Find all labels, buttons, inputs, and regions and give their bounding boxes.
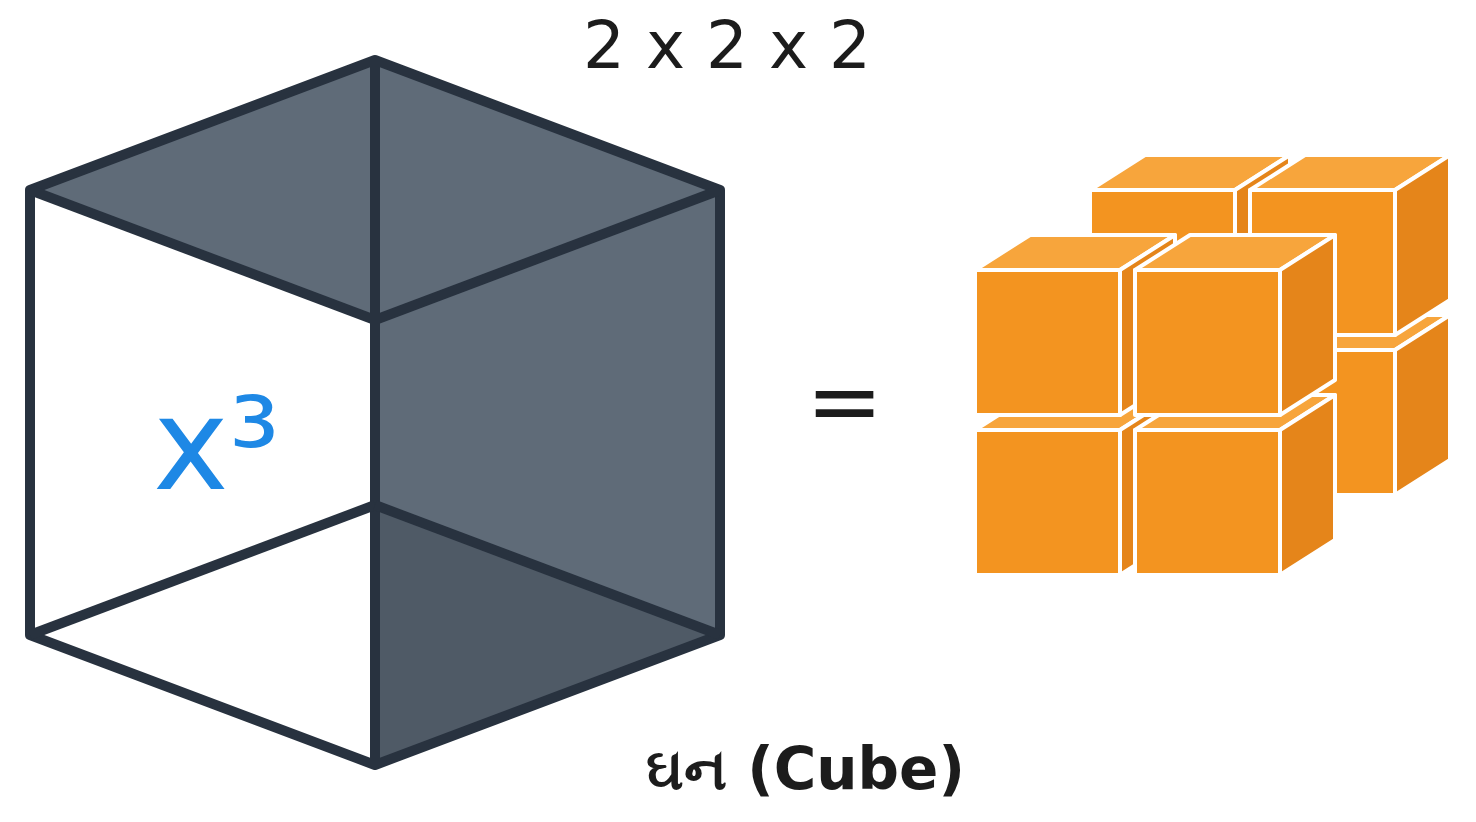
cube-shape: x³ bbox=[30, 55, 720, 765]
unit-cube bbox=[1135, 395, 1335, 575]
unit-cubes bbox=[975, 155, 1450, 575]
caption: ઘન (Cube) bbox=[646, 735, 965, 805]
cube-right-face bbox=[375, 190, 720, 765]
cube-floor-shade bbox=[375, 505, 720, 765]
equals-sign: = bbox=[806, 351, 883, 452]
cube-edges bbox=[30, 60, 720, 765]
dimension-label: 2 x 2 x 2 bbox=[583, 10, 871, 83]
unit-cube bbox=[1135, 235, 1335, 415]
power-label: x³ bbox=[153, 381, 280, 509]
